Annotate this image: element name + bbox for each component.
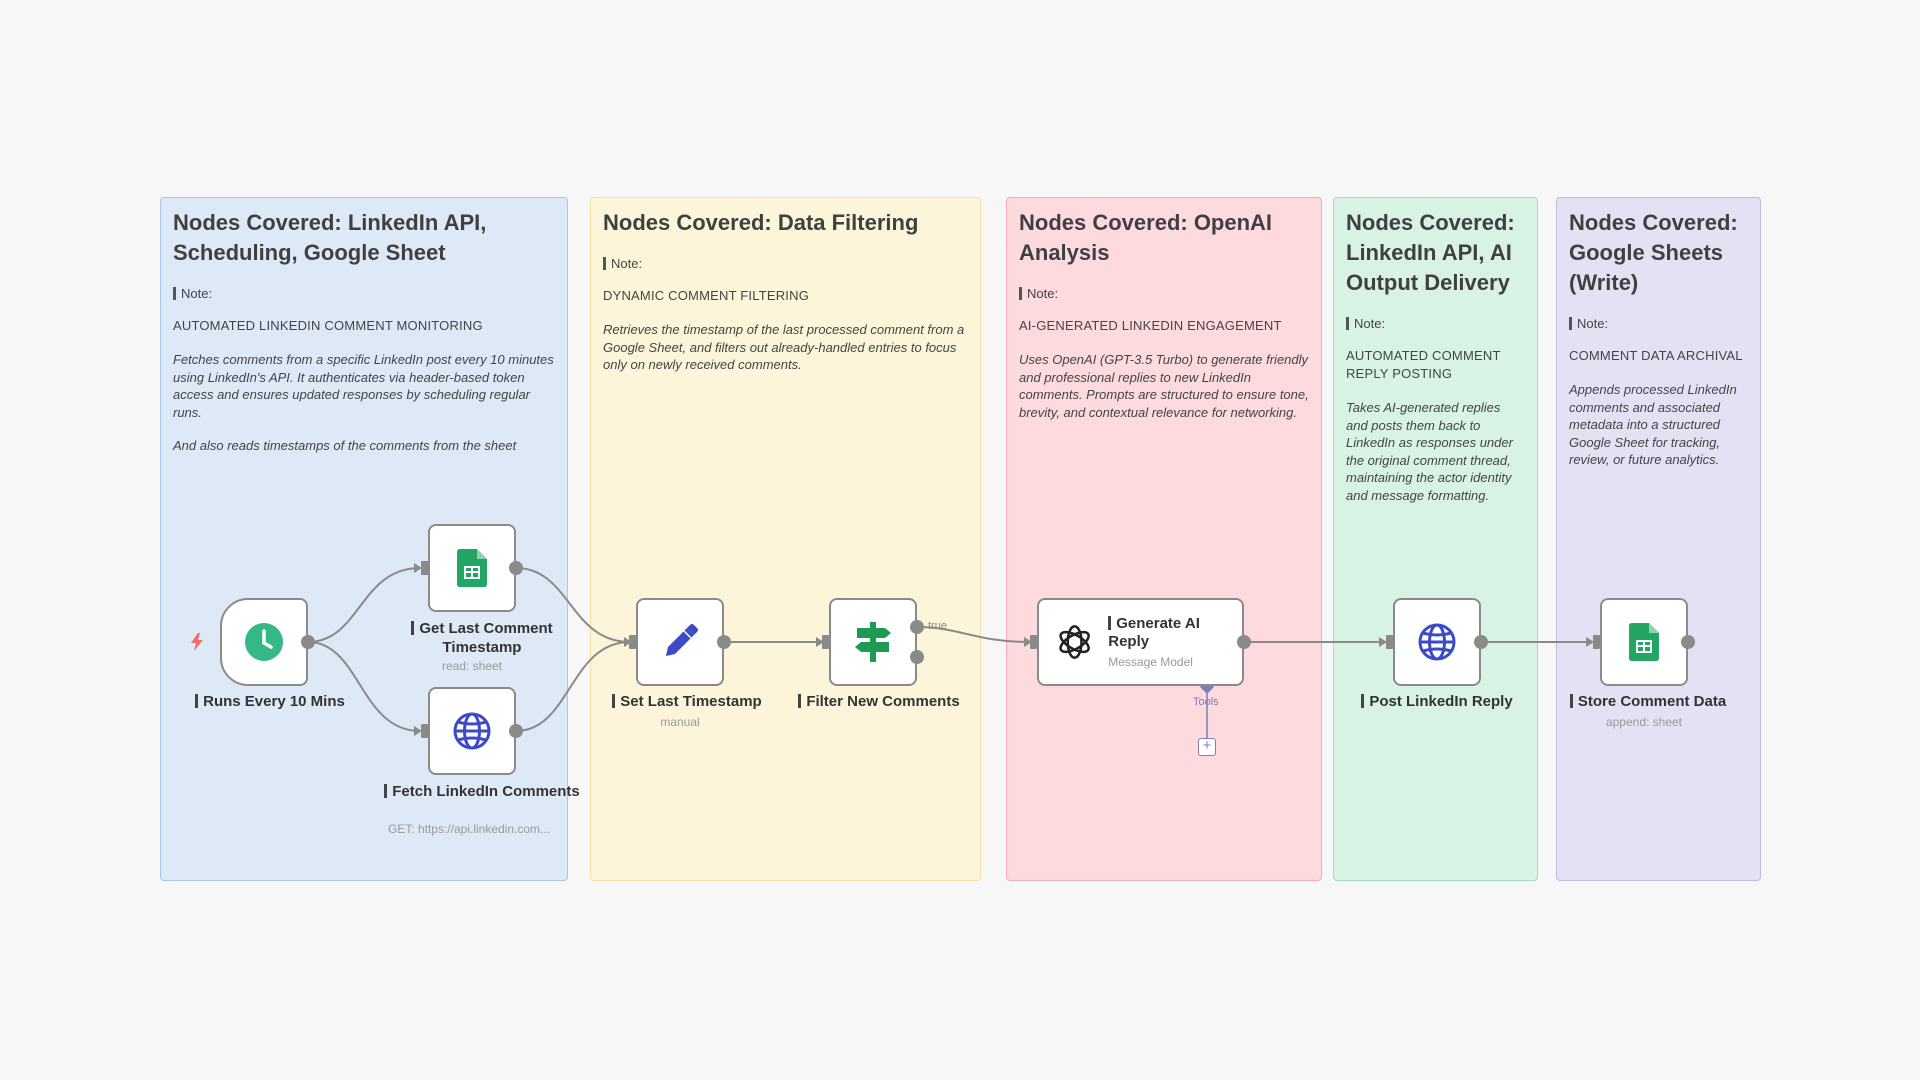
note-label: Note: bbox=[1346, 316, 1525, 331]
node-label: Runs Every 10 Mins bbox=[170, 692, 370, 711]
sticky-heading: DYNAMIC COMMENT FILTERING bbox=[603, 288, 810, 303]
sticky-title: Nodes Covered: Data Filtering bbox=[603, 210, 919, 235]
node-runs-every-10-mins[interactable] bbox=[220, 598, 308, 686]
node-label: Get Last Comment Timestamp bbox=[382, 619, 582, 657]
globe-icon bbox=[453, 712, 491, 750]
node-label: Set Last Timestamp bbox=[587, 692, 787, 711]
node-subtitle: Message Model bbox=[1108, 655, 1193, 669]
node-generate-ai-reply[interactable]: Generate AI Reply Message Model bbox=[1037, 598, 1244, 686]
add-tool-button[interactable]: + bbox=[1198, 738, 1216, 756]
node-label: Filter New Comments bbox=[779, 692, 979, 711]
node-set-last-timestamp[interactable] bbox=[636, 598, 724, 686]
signpost-icon bbox=[855, 622, 891, 662]
output-handle-true[interactable] bbox=[910, 620, 924, 634]
node-post-linkedin-reply[interactable] bbox=[1393, 598, 1481, 686]
input-handle[interactable] bbox=[1593, 635, 1600, 649]
note-label: Note: bbox=[1019, 286, 1309, 301]
node-subtitle: append: sheet bbox=[1605, 715, 1683, 729]
output-handle[interactable] bbox=[717, 635, 731, 649]
output-handle-false[interactable] bbox=[910, 650, 924, 664]
sticky-body: Retrieves the timestamp of the last proc… bbox=[603, 322, 965, 372]
output-handle[interactable] bbox=[1237, 635, 1251, 649]
tools-label: Tools bbox=[1193, 696, 1219, 708]
sticky-title: Nodes Covered: Google Sheets (Write) bbox=[1569, 210, 1738, 295]
node-label: Fetch LinkedIn Comments bbox=[382, 782, 582, 801]
sticky-body: Uses OpenAI (GPT-3.5 Turbo) to generate … bbox=[1019, 352, 1309, 420]
sticky-body: Takes AI-generated replies and posts the… bbox=[1346, 400, 1513, 503]
clock-icon bbox=[245, 623, 283, 661]
node-label: Post LinkedIn Reply bbox=[1337, 692, 1537, 711]
input-handle[interactable] bbox=[421, 561, 428, 575]
sticky-heading: AUTOMATED COMMENT REPLY POSTING bbox=[1346, 348, 1501, 381]
output-handle[interactable] bbox=[509, 561, 523, 575]
input-handle[interactable] bbox=[421, 724, 428, 738]
sticky-title: Nodes Covered: LinkedIn API, Scheduling,… bbox=[173, 210, 487, 265]
sticky-heading: COMMENT DATA ARCHIVAL bbox=[1569, 348, 1743, 363]
node-subtitle: manual bbox=[660, 715, 700, 729]
input-handle[interactable] bbox=[1386, 635, 1393, 649]
note-label: Note: bbox=[1569, 316, 1748, 331]
sticky-body-extra: And also reads timestamps of the comment… bbox=[173, 438, 517, 453]
input-handle[interactable] bbox=[629, 635, 636, 649]
output-handle[interactable] bbox=[301, 635, 315, 649]
sticky-note-data-filtering[interactable]: Nodes Covered: Data Filtering Note: DYNA… bbox=[590, 197, 981, 881]
node-subtitle: read: sheet bbox=[441, 659, 503, 673]
sticky-note-sheets-write[interactable]: Nodes Covered: Google Sheets (Write) Not… bbox=[1556, 197, 1761, 881]
node-store-comment-data[interactable] bbox=[1600, 598, 1688, 686]
node-label: Generate AI Reply bbox=[1108, 615, 1200, 650]
sticky-title: Nodes Covered: LinkedIn API, AI Output D… bbox=[1346, 210, 1515, 295]
sticky-body: Fetches comments from a specific LinkedI… bbox=[173, 352, 554, 420]
sticky-body: Appends processed LinkedIn comments and … bbox=[1569, 382, 1737, 467]
node-filter-new-comments[interactable] bbox=[829, 598, 917, 686]
input-handle[interactable] bbox=[1030, 635, 1037, 649]
node-inline-text: Generate AI Reply Message Model bbox=[1094, 615, 1242, 669]
google-sheets-icon bbox=[457, 549, 487, 587]
pencil-icon bbox=[666, 624, 698, 656]
output-handle[interactable] bbox=[1681, 635, 1695, 649]
trigger-bolt-icon bbox=[191, 633, 203, 651]
sticky-title: Nodes Covered: OpenAI Analysis bbox=[1019, 210, 1273, 265]
node-fetch-linkedin-comments[interactable] bbox=[428, 687, 516, 775]
output-handle[interactable] bbox=[1474, 635, 1488, 649]
globe-icon bbox=[1418, 623, 1456, 661]
node-label: Store Comment Data bbox=[1548, 692, 1748, 711]
sticky-heading: AI-GENERATED LINKEDIN ENGAGEMENT bbox=[1019, 318, 1282, 333]
sticky-note-output-delivery[interactable]: Nodes Covered: LinkedIn API, AI Output D… bbox=[1333, 197, 1538, 881]
sticky-heading: AUTOMATED LINKEDIN COMMENT MONITORING bbox=[173, 318, 483, 333]
node-get-last-comment-timestamp[interactable] bbox=[428, 524, 516, 612]
node-subtitle: GET: https://api.linkedin.com... bbox=[387, 822, 551, 836]
note-label: Note: bbox=[173, 286, 555, 301]
note-label: Note: bbox=[603, 256, 968, 271]
input-handle[interactable] bbox=[822, 635, 829, 649]
output-handle[interactable] bbox=[509, 724, 523, 738]
branch-label-true: true bbox=[928, 620, 947, 632]
google-sheets-icon bbox=[1629, 623, 1659, 661]
openai-icon bbox=[1059, 625, 1090, 659]
sticky-note-openai-analysis[interactable]: Nodes Covered: OpenAI Analysis Note: AI-… bbox=[1006, 197, 1322, 881]
